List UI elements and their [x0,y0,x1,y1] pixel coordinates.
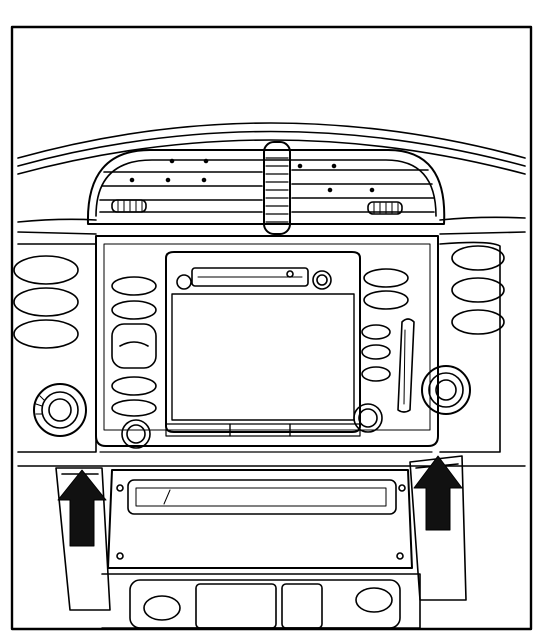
right-slot-lever [397,318,415,413]
right-vent-thumbwheel [367,201,403,215]
right-vent-slats [291,163,435,213]
center-vent-wheel [263,141,291,235]
right-outboard-vents [421,241,505,453]
right-up-arrow-icon [413,455,463,531]
figure-frame [10,25,533,631]
air-vent-housing [86,141,446,235]
left-button-column [111,276,157,449]
right-round-knob [421,365,471,415]
dashboard-top-arcs [17,122,526,175]
left-outboard-vents [13,243,97,453]
dash-panel-edges [17,216,526,235]
cd-slot [191,267,309,287]
right-button-column [353,268,415,433]
left-vent-thumbwheel [111,199,147,213]
top-left-knob [176,274,192,290]
left-round-knob [33,383,87,437]
lower-storage-tray [107,469,413,569]
left-up-arrow-icon [57,469,107,547]
bottom-climate-panel [101,573,421,629]
radio-display-unit [165,251,361,437]
left-small-knob [121,419,151,449]
top-right-knob [312,270,332,290]
